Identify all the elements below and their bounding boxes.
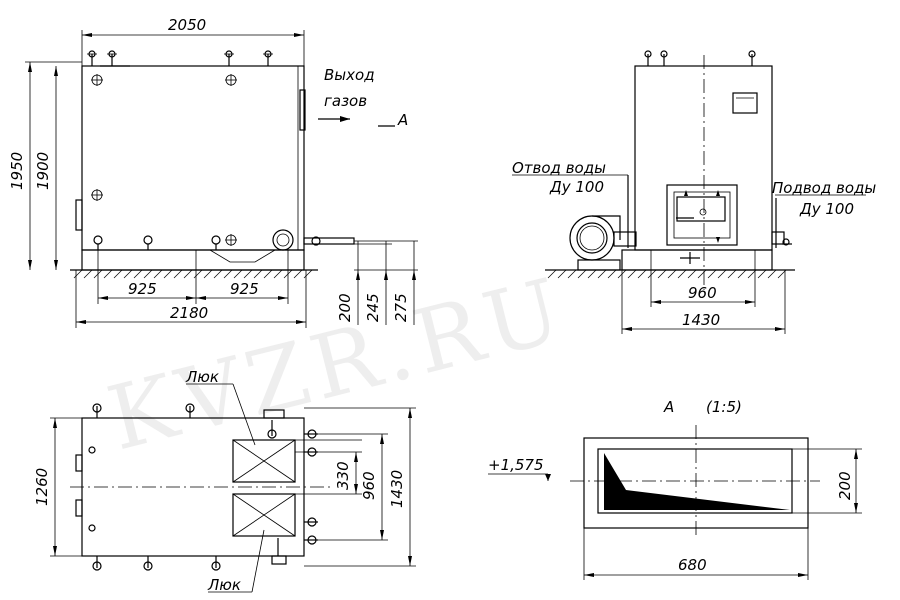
furnace-door xyxy=(666,184,738,246)
fan-icon xyxy=(569,215,637,271)
top-valve-icon xyxy=(87,50,273,66)
front-ground-hatch xyxy=(73,269,313,279)
dim-span-right: 925 xyxy=(230,280,259,298)
dim-h1: 200 xyxy=(336,293,354,322)
side-ground-hatch xyxy=(547,269,787,279)
dim-detail-width: 680 xyxy=(678,556,707,574)
front-body xyxy=(81,65,305,251)
detail-scale: (1:5) xyxy=(706,398,742,416)
detail-level: +1,575 xyxy=(488,456,544,474)
detail-wedge xyxy=(604,453,790,510)
hatch-bottom xyxy=(232,493,296,537)
dim-width-top: 2050 xyxy=(168,16,206,34)
hatch-top-label: Люк xyxy=(185,368,219,386)
detail-a: A (1:5) +1,575 680 200 xyxy=(488,398,862,580)
dim-h3: 275 xyxy=(392,293,410,322)
dim-span-left: 925 xyxy=(128,280,157,298)
dim-top-960: 960 xyxy=(360,471,378,500)
gas-outlet-label: газов xyxy=(324,92,367,110)
watermark: KVZR.RU xyxy=(98,257,576,470)
front-view: Выход газов A 2050 1950 1900 925 925 218… xyxy=(8,16,418,328)
side-view: Отвод воды Ду 100 Подвод воды Ду 100 960… xyxy=(512,50,876,334)
dim-detail-height: 200 xyxy=(836,471,854,500)
water-out-label: Отвод воды xyxy=(512,159,606,177)
water-out-size: Ду 100 xyxy=(549,178,604,196)
hatch-top xyxy=(232,439,296,483)
gas-outlet-label: Выход xyxy=(324,66,375,84)
hatch-bottom-label: Люк xyxy=(207,576,241,594)
dim-height-outer: 1950 xyxy=(8,152,26,190)
dim-height-inner: 1900 xyxy=(34,152,52,190)
dim-side-outer: 1430 xyxy=(682,311,720,329)
dim-width-bottom: 2180 xyxy=(170,304,208,322)
dim-side-inner: 960 xyxy=(688,284,717,302)
detail-title: A xyxy=(663,398,674,416)
section-mark: A xyxy=(397,111,408,129)
dim-top-330: 330 xyxy=(334,461,352,490)
water-in-size: Ду 100 xyxy=(799,200,854,218)
top-view: Люк Люк 1260 xyxy=(33,368,416,594)
dim-h2: 245 xyxy=(364,293,382,322)
water-in-label: Подвод воды xyxy=(772,179,876,197)
burner-icon xyxy=(272,229,294,251)
control-box xyxy=(732,92,758,114)
drain-valve-icon xyxy=(93,235,221,250)
crosshair-icon xyxy=(91,74,237,246)
dim-top-left: 1260 xyxy=(33,468,51,506)
dim-top-1430: 1430 xyxy=(388,470,406,508)
